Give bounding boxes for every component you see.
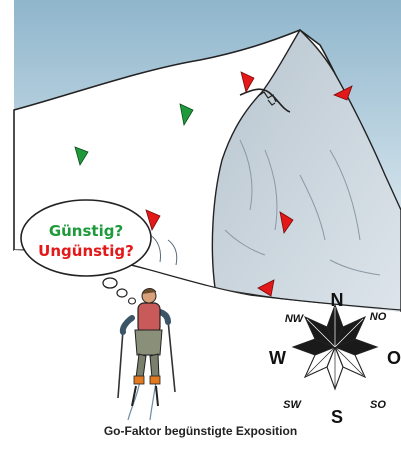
ridge-edge <box>149 234 178 266</box>
foreground-ridge-line <box>119 261 401 311</box>
skier-figure <box>117 288 176 407</box>
compass-label-s: S <box>331 407 343 427</box>
favorable-flags <box>74 103 194 166</box>
thought-unfavorable-text: Ungünstig? <box>38 242 134 260</box>
figure-caption: Go-Faktor begünstigte Exposition <box>103 424 298 438</box>
compass-label-o: O <box>387 348 401 368</box>
compass-label-so: SO <box>370 399 386 411</box>
thought-bubble: Günstig? Ungünstig? <box>20 199 152 305</box>
compass-label-w: W <box>269 348 286 368</box>
unfavorable-flags <box>145 71 353 297</box>
exposition-compass <box>291 303 379 391</box>
rock-detail <box>257 91 277 106</box>
face-crevices <box>224 139 381 276</box>
compass-label-no: NO <box>370 311 387 323</box>
thought-favorable-text: Günstig? <box>49 222 123 240</box>
compass-label-n: N <box>331 290 344 310</box>
compass-label-nw: NW <box>285 313 305 325</box>
compass-label-sw: SW <box>283 399 302 411</box>
